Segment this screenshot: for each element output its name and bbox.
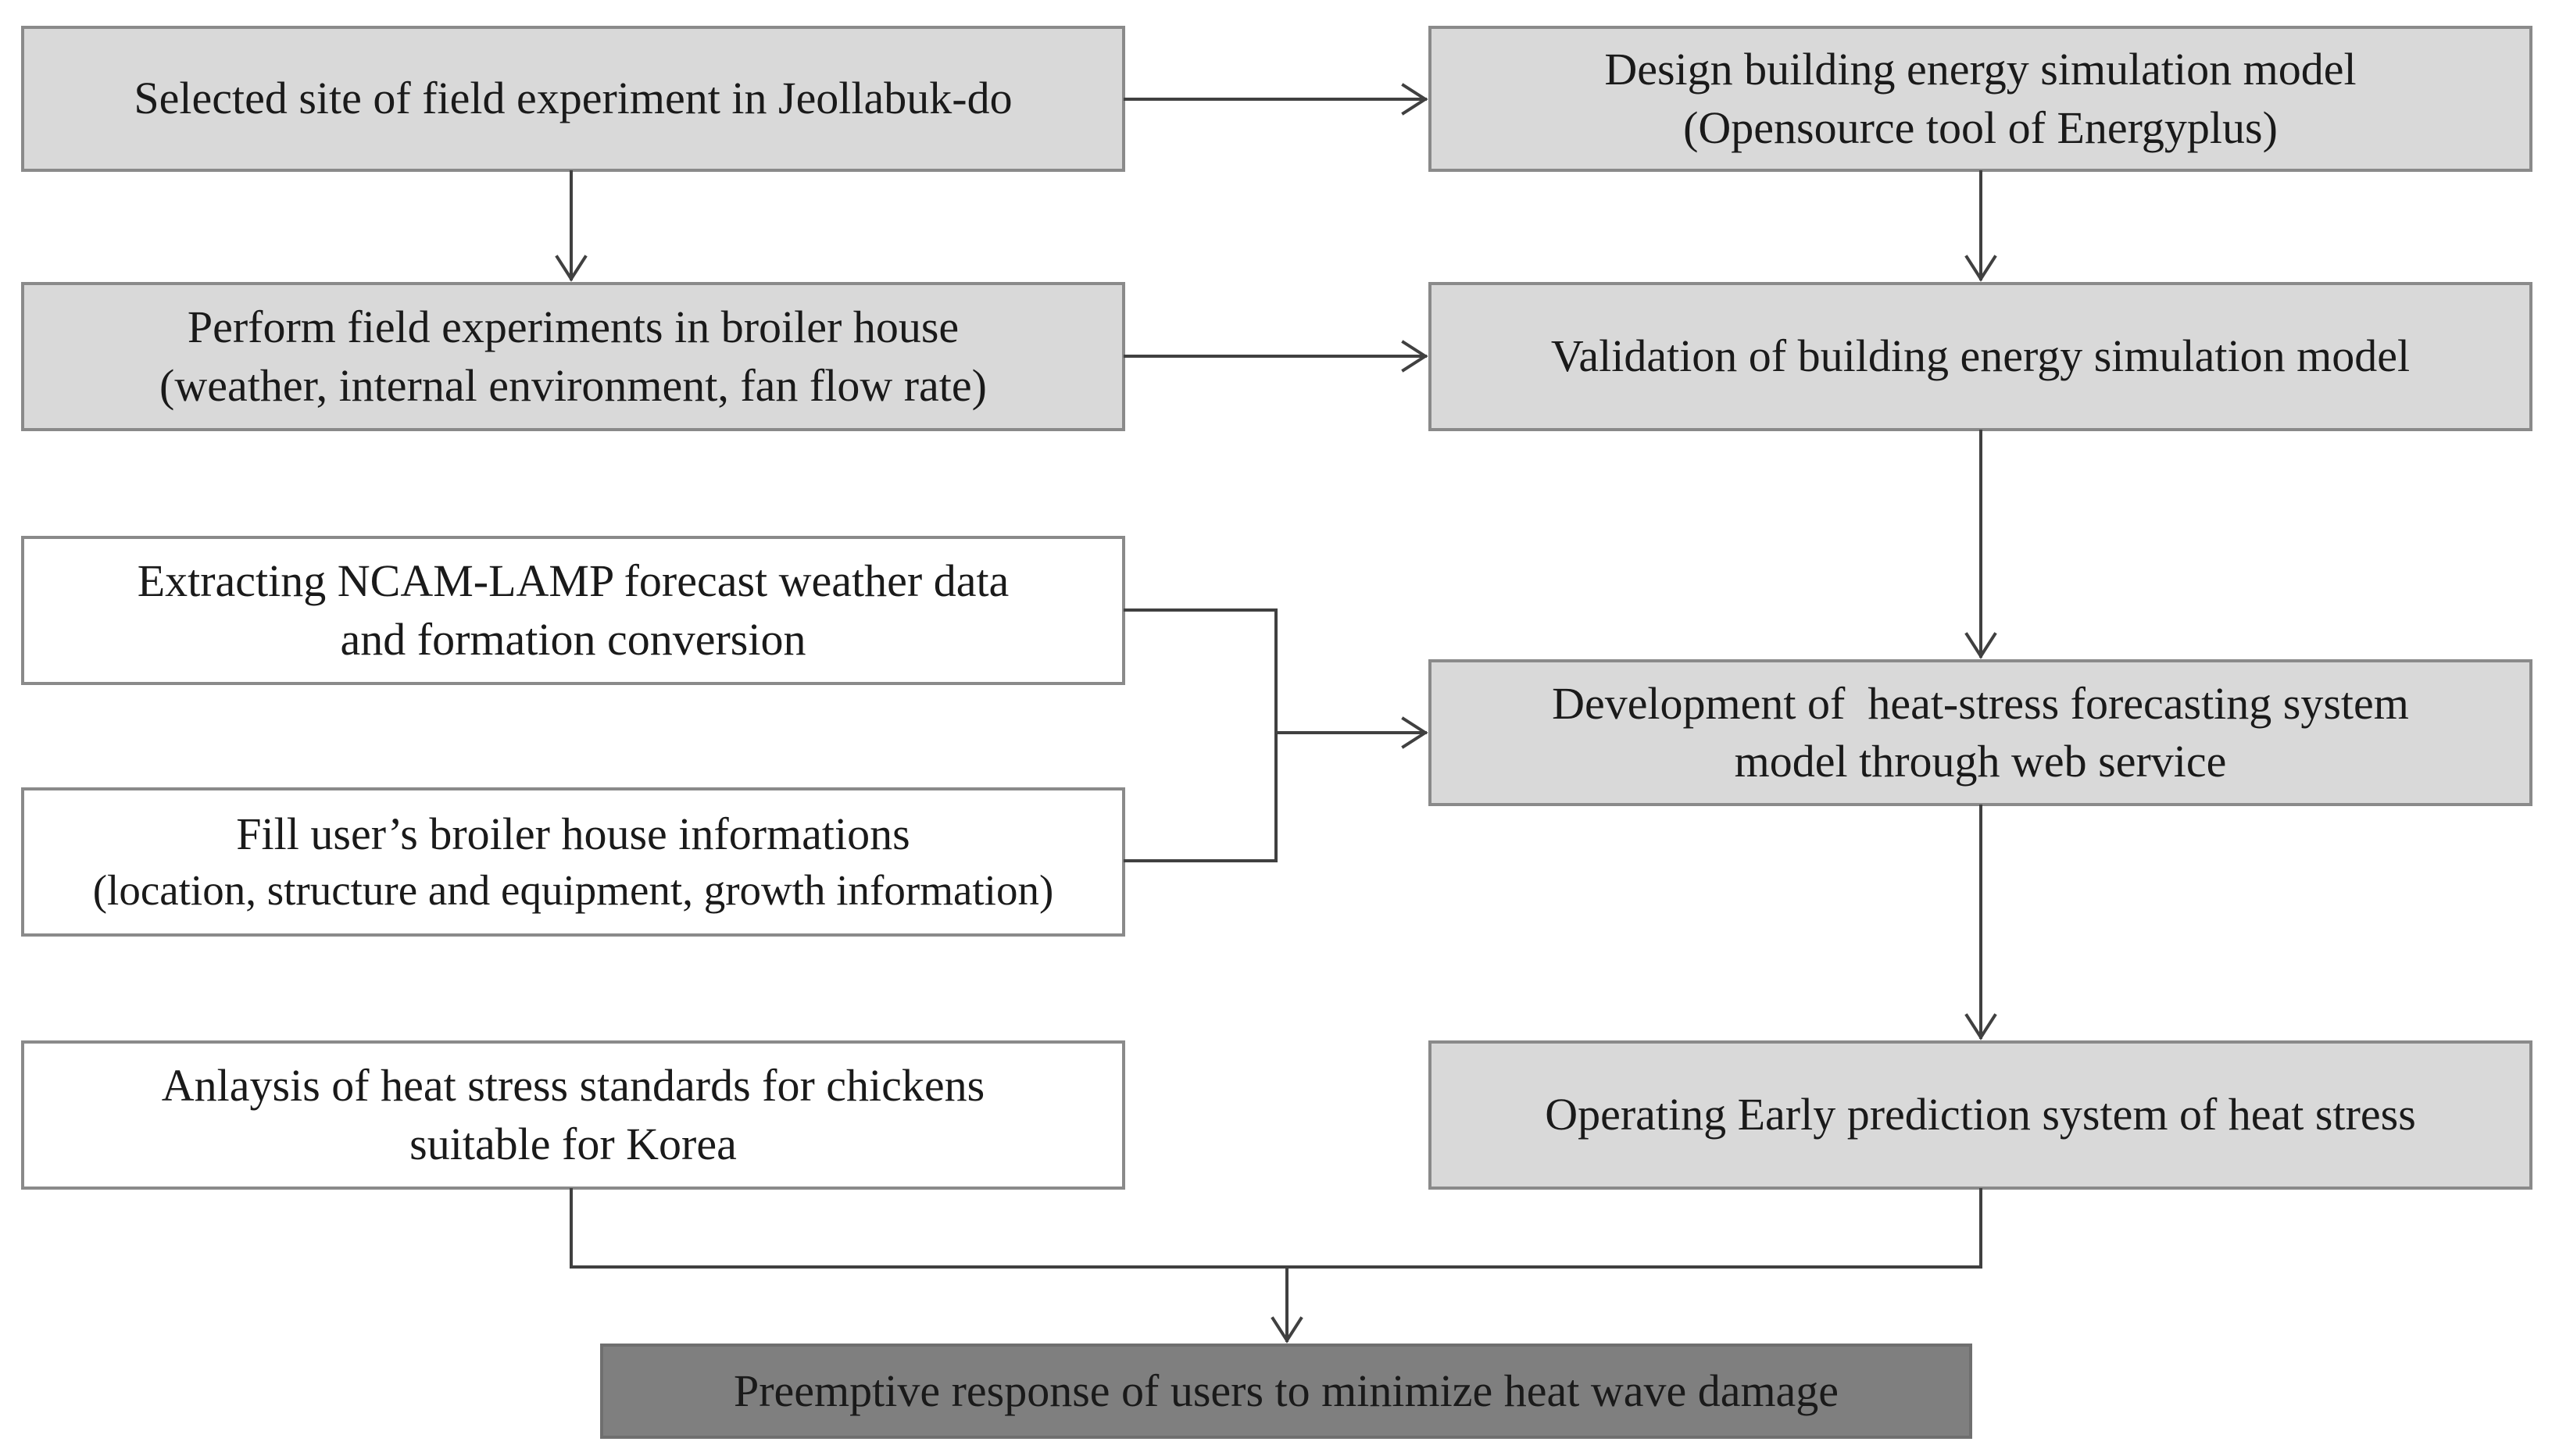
arrowhead-field-to-validation bbox=[1401, 340, 1428, 373]
user-info-label-1: Fill user’s broiler house informations bbox=[236, 808, 910, 860]
preemptive-box: Preemptive response of users to minimize… bbox=[600, 1344, 1972, 1439]
heat-standards-label-1: Anlaysis of heat stress standards for ch… bbox=[161, 1060, 985, 1112]
design-model-label-2: (Opensource tool of Energyplus) bbox=[1683, 102, 2278, 153]
field-experiments-label-2: (weather, internal environment, fan flow… bbox=[159, 359, 987, 411]
site-selection-label: Selected site of field experiment in Jeo… bbox=[134, 73, 1013, 124]
development-label-2: model through web service bbox=[1734, 736, 2227, 787]
field-experiments-label-1: Perform field experiments in broiler hou… bbox=[187, 302, 960, 353]
preemptive-label: Preemptive response of users to minimize… bbox=[733, 1365, 1839, 1416]
validation-label: Validation of building energy simulation… bbox=[1550, 330, 2411, 382]
site-selection-box: Selected site of field experiment in Jeo… bbox=[21, 26, 1125, 172]
user-info-label-2: (location, structure and equipment, grow… bbox=[92, 866, 1054, 915]
arrowhead-site-to-field bbox=[555, 255, 588, 282]
arrowhead-site-to-design bbox=[1401, 83, 1428, 116]
user-info-box: Fill user’s broiler house informations (… bbox=[21, 787, 1125, 937]
design-model-label-1: Design building energy simulation model bbox=[1604, 44, 2357, 95]
heat-standards-box: Anlaysis of heat stress standards for ch… bbox=[21, 1040, 1125, 1190]
design-model-box: Design building energy simulation model … bbox=[1428, 26, 2532, 172]
ncam-lamp-label-1: Extracting NCAM-LAMP forecast weather da… bbox=[137, 555, 1010, 607]
field-experiments-box: Perform field experiments in broiler hou… bbox=[21, 282, 1125, 431]
arrowhead-inputs-to-development bbox=[1401, 716, 1428, 749]
arrowhead-design-to-validation bbox=[1964, 255, 1997, 282]
heat-standards-label-2: suitable for Korea bbox=[409, 1118, 737, 1169]
ncam-lamp-label-2: and formation conversion bbox=[340, 613, 806, 665]
operating-box: Operating Early prediction system of hea… bbox=[1428, 1040, 2532, 1190]
ncam-lamp-box: Extracting NCAM-LAMP forecast weather da… bbox=[21, 536, 1125, 685]
arrowhead-merge-to-preemptive bbox=[1271, 1316, 1303, 1344]
validation-box: Validation of building energy simulation… bbox=[1428, 282, 2532, 431]
arrowhead-development-to-operating bbox=[1964, 1013, 1997, 1040]
merge-line-bottom bbox=[570, 1188, 1982, 1269]
arrowhead-validation-to-development bbox=[1964, 632, 1997, 659]
development-label-1: Development of heat-stress forecasting s… bbox=[1552, 677, 2409, 729]
operating-label: Operating Early prediction system of hea… bbox=[1545, 1089, 2416, 1140]
bracket-inputs bbox=[1124, 608, 1278, 862]
